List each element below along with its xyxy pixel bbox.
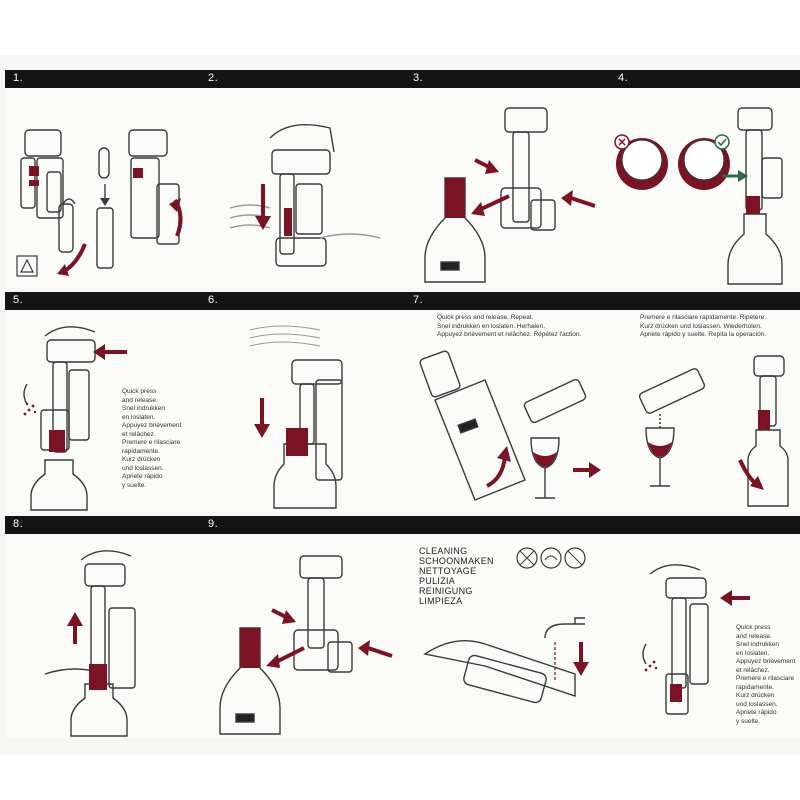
step-5-repeat-panel: Quick press and release. Snel indrukken … (610, 516, 800, 738)
instruction-line: Quick press (736, 624, 771, 631)
instruction-line: Snel indrukken en loslaten. Herhalen. (437, 322, 546, 330)
step-2-illustration (229, 123, 381, 267)
cleaning-titles: CLEANING SCHOONMAKEN NETTOYAGE PULIZIA R… (419, 546, 494, 606)
hand-warning-icon (16, 255, 38, 277)
step-header: 8. (5, 516, 200, 534)
step-3-illustration (424, 107, 596, 283)
cleaning-title: SCHOONMAKEN (419, 556, 494, 566)
step-1-panel: 1. (5, 70, 201, 288)
step-header: 3. (405, 70, 610, 88)
step-header (405, 516, 610, 534)
step-header: 4. (610, 70, 800, 88)
instruction-line: Quick press and release. Repeat. (437, 314, 534, 321)
step-number: 6. (208, 294, 219, 306)
instruction-line: Snel indrukken (122, 405, 165, 412)
cleaning-illustration (423, 547, 589, 704)
cleaning-panel: CLEANING SCHOONMAKEN NETTOYAGE PULIZIA R… (405, 516, 611, 738)
instruction-line: und loslassen. (736, 700, 778, 708)
instruction-line: rapidamente. (122, 447, 160, 455)
step-5-repeat-illustration (642, 564, 750, 715)
step-number: 8. (13, 518, 24, 530)
instruction-line: Snel indrukken (736, 641, 779, 648)
instruction-line: rapidamente. (736, 683, 774, 691)
instruction-line: et relâchez. (736, 666, 770, 674)
instruction-line: Kurz drücken (122, 456, 161, 463)
instruction-line: und loslassen. (122, 464, 164, 472)
repeat-instructions: Premere e rilasciare rapidamente. Ripete… (640, 314, 766, 340)
cleaning-title: LIMPIEZA (419, 596, 463, 606)
step-9-illustration (219, 555, 393, 735)
cleaning-title: PULIZIA (419, 576, 456, 586)
instruction-line: and release. (736, 632, 772, 640)
step-number: 1. (13, 72, 24, 84)
instruction-line: and release. (122, 396, 158, 404)
step-7-panel: 7. Quick press and release. Repeat. Snel… (405, 292, 611, 512)
step-8-illustration (44, 550, 136, 737)
instruction-line: Quick press (122, 388, 157, 395)
step-4-illustration (614, 107, 783, 285)
step-3-panel: 3. (405, 70, 611, 288)
instruction-line: et relâchez. (122, 430, 156, 438)
instruction-line: Kurz drücken (736, 692, 775, 699)
instruction-line: y suelte. (122, 481, 147, 489)
step-header: 6. (200, 292, 405, 310)
step-7-continued-panel: Premere e rilasciare rapidamente. Ripete… (610, 292, 800, 512)
step-7-illustration (419, 350, 601, 501)
instruction-line: Premere e rilasciare (122, 439, 181, 446)
no-dishwasher-icon (516, 547, 538, 569)
step-number: 5. (13, 294, 24, 306)
step-number: 2. (208, 72, 219, 84)
step-6-panel: 6. (200, 292, 406, 512)
instruction-line: en loslaten. (736, 649, 770, 657)
no-submerge-icon (564, 547, 586, 569)
step-header (610, 292, 800, 310)
instruction-line: Appuyez brièvement (122, 422, 182, 429)
step-header (610, 516, 800, 534)
step-number: 4. (618, 72, 629, 84)
step-1-illustration (16, 129, 183, 277)
step-number: 9. (208, 518, 219, 530)
instruction-line: Apriete rápido y suelte. Repita la opera… (640, 331, 767, 338)
instruction-line: Kurz drücken und loslassen. Wiederholen. (640, 322, 762, 330)
step-8-panel: 8. (5, 516, 201, 738)
step-header: 2. (200, 70, 405, 88)
step-5-panel: 5. Quick press and release. Snel indrukk… (5, 292, 201, 512)
instruction-line: Appuyez brièvement (736, 658, 796, 665)
step-7-continued-illustration (638, 355, 789, 507)
press-instructions: Quick press and release. Snel indrukken … (736, 624, 795, 726)
step-4-panel: 4. (610, 70, 800, 288)
step-9-panel: 9. (200, 516, 406, 738)
step-6-illustration (249, 325, 343, 509)
hand-wash-icon (540, 547, 562, 569)
instruction-line: Apriete rápido (122, 473, 163, 480)
cleaning-title: NETTOYAGE (419, 566, 477, 576)
step-5-illustration (23, 326, 127, 511)
step-number: 7. (413, 294, 424, 306)
cleaning-title: REINIGUNG (419, 586, 473, 596)
press-instructions: Quick press and release. Snel indrukken … (122, 388, 181, 490)
step-number: 3. (413, 72, 424, 84)
instruction-line: y suelte. (736, 717, 761, 725)
cleaning-title: CLEANING (419, 546, 468, 556)
instruction-line: Apriete rápido (736, 709, 777, 716)
instruction-line: en loslaten. (122, 413, 156, 421)
instruction-line: Appuyez brièvement et relâchez. Répétez … (437, 331, 582, 338)
repeat-instructions: Quick press and release. Repeat. Snel in… (437, 314, 581, 340)
instruction-line: Premere e rilasciare (736, 675, 795, 682)
step-2-panel: 2. (200, 70, 406, 288)
step-header: 1. (5, 70, 200, 88)
instruction-line: Premere e rilasciare rapidamente. Ripete… (640, 314, 767, 321)
step-header: 5. (5, 292, 200, 310)
step-header: 9. (200, 516, 405, 534)
step-header: 7. (405, 292, 610, 310)
